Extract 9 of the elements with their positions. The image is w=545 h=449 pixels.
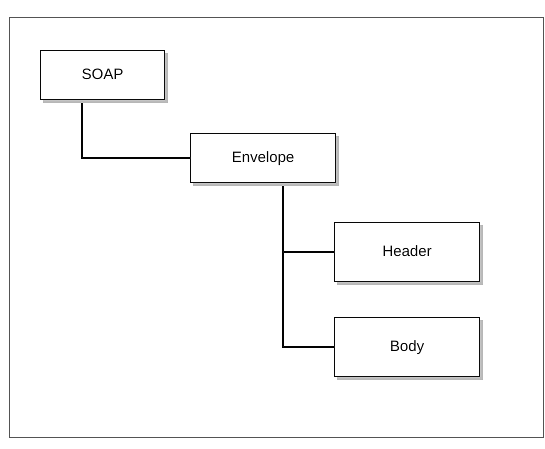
- node-box: [190, 133, 336, 183]
- node-label: Envelope: [232, 148, 294, 168]
- node-box: [334, 317, 480, 377]
- connector-line: [81, 100, 190, 159]
- node-label: Body: [390, 336, 424, 357]
- node-box: [40, 50, 165, 100]
- node-label: Header: [382, 242, 432, 262]
- node-label: SOAP: [82, 64, 124, 85]
- node-box: [334, 222, 480, 282]
